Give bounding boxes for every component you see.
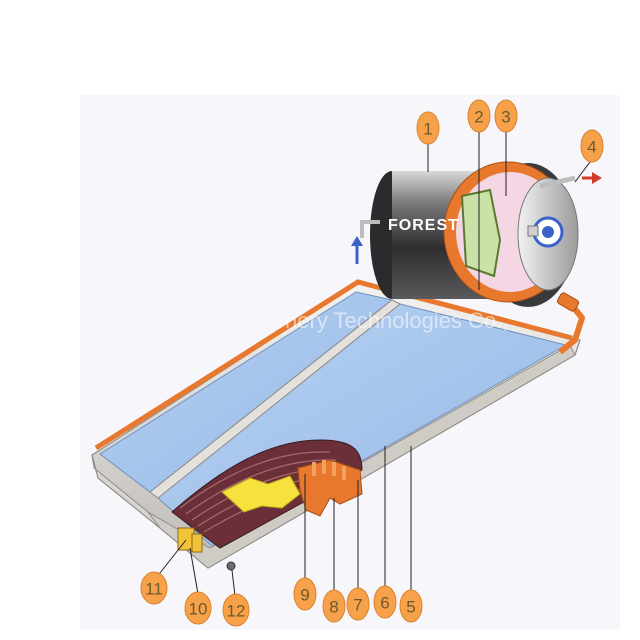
heater-rod [527,225,539,237]
callout-2: 2 [467,99,491,133]
callout-7: 7 [346,587,370,621]
svg-text:2: 2 [474,108,483,127]
brand-label: FOREST [388,217,459,234]
callout-4: 4 [580,129,604,163]
svg-text:8: 8 [329,598,338,617]
callout-5: 5 [399,589,423,623]
hot-outlet-pipe [539,175,576,189]
svg-text:9: 9 [300,586,309,605]
callout-leaders [155,130,591,597]
watermark: nery Technologies Co., [285,308,508,333]
callout-3: 3 [494,99,518,133]
callout-10: 10 [184,591,212,625]
callout-12: 12 [222,593,250,627]
svg-text:10: 10 [189,600,208,619]
callout-1: 1 [416,111,440,145]
storage-tank: FOREST [360,161,579,307]
callout-8: 8 [322,589,346,623]
svg-text:3: 3 [501,108,510,127]
svg-text:5: 5 [406,598,415,617]
insulation-slots [312,460,346,480]
inner-tank-lining [460,188,502,278]
svg-text:7: 7 [353,596,362,615]
svg-text:11: 11 [145,580,163,599]
svg-text:6: 6 [380,594,389,613]
callout-11: 11 [140,571,168,605]
glass-divider-bar [149,299,401,499]
pipe-elbow [556,292,580,312]
absorber-plate [221,475,301,513]
hot-outlet-arrow-icon [582,172,602,184]
cold-inlet-pipe [360,220,380,238]
callout-9: 9 [293,577,317,611]
svg-text:12: 12 [227,602,246,621]
svg-text:1: 1 [423,120,432,139]
callout-6: 6 [373,585,397,619]
svg-text:4: 4 [587,138,596,157]
drain-fitting [226,561,236,571]
collector-insulation-rim [94,279,573,451]
cold-inlet-arrow-icon [351,236,363,264]
